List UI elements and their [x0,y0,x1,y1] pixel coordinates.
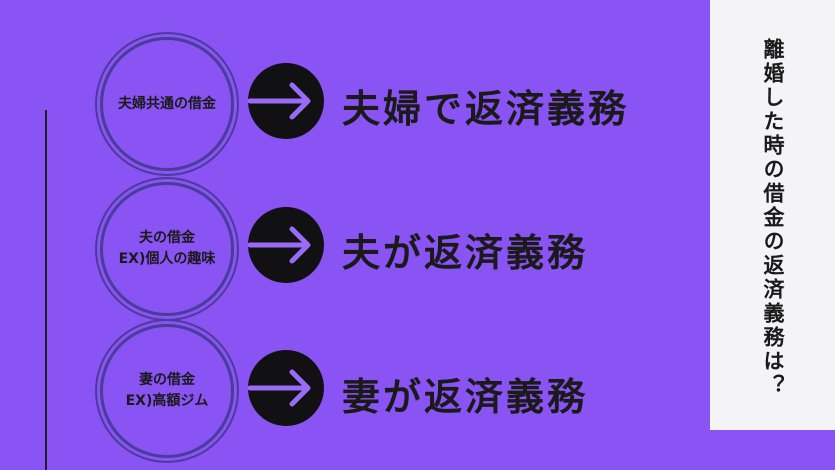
result-text-husband: 夫が返済義務 [342,231,589,275]
arrow-right-icon [248,63,324,139]
case-circle-husband-debt: 夫の借金 EX)個人の趣味 [100,182,234,316]
case-label-line: 夫の借金 [138,230,195,246]
case-label-line: 夫婦共通の借金 [118,95,216,112]
arrow-right-icon [248,350,324,426]
timeline-line [45,110,47,470]
result-text-wife: 妻が返済義務 [342,375,589,419]
case-example-line: EX)高額ジム [125,393,209,409]
case-circle-wife-debt: 妻の借金 EX)高額ジム [100,324,234,458]
case-label-line: 妻の借金 [138,372,195,388]
side-title-panel: 離婚した時の借金の返済義務は？ [710,0,835,430]
case-circle-joint-debt: 夫婦共通の借金 [100,37,234,171]
case-example-line: EX)個人の趣味 [118,251,216,267]
arrow-right-icon [248,207,324,283]
result-text-joint: 夫婦で返済義務 [342,87,630,131]
side-title: 離婚した時の借金の返済義務は？ [761,38,785,398]
